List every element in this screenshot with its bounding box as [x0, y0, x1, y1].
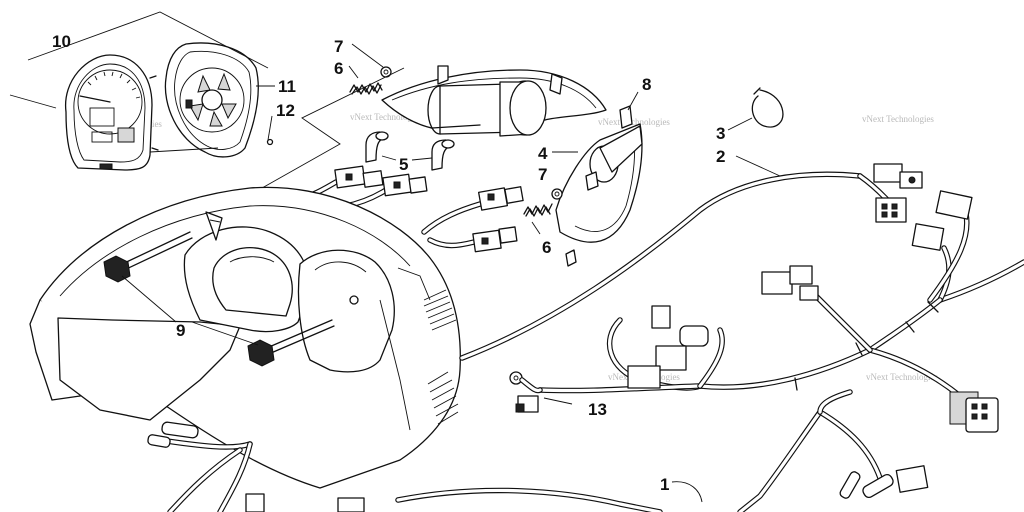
- callout-leader-10: [149, 147, 219, 153]
- callout-bracket-10: [27, 11, 269, 69]
- callout-leader-3: [727, 117, 753, 131]
- screw: [266, 138, 274, 146]
- callout-number: 11: [278, 77, 296, 96]
- watermark: vNext Technologies: [598, 117, 670, 127]
- callout-number: 6: [334, 59, 343, 78]
- callout-number: 12: [276, 101, 295, 120]
- callout-number: 9: [176, 321, 185, 340]
- callout-leader-6a: [348, 65, 359, 79]
- callout-leader-1: [671, 481, 703, 503]
- callout-leader-12: [267, 115, 273, 141]
- gauge-back-cover: [164, 42, 259, 158]
- callout-labels: 10 11 12 7 6 5 8 4 7 6 3 2 9 13 1: [52, 32, 725, 494]
- callout-leader-7a: [351, 43, 384, 68]
- spring: [523, 203, 553, 217]
- callout-number: 7: [538, 165, 547, 184]
- clamp-ring: [751, 87, 784, 128]
- callout-leader-5: [381, 155, 397, 161]
- spring: [349, 82, 383, 95]
- callout-leader-8: [627, 91, 639, 111]
- callout-leader-2: [735, 155, 781, 177]
- callout-number: 6: [542, 238, 551, 257]
- callout-leader-9: [121, 275, 177, 323]
- washer: [551, 188, 563, 200]
- elbow-grommet: [365, 131, 455, 171]
- callout-number: 2: [716, 147, 725, 166]
- callout-leader-13: [543, 397, 573, 405]
- callout-number: 7: [334, 37, 343, 56]
- watermark: vNext Technologies: [862, 114, 934, 124]
- callout-number: 13: [588, 400, 607, 419]
- watermark: vNext Technologies: [866, 372, 938, 382]
- dashboard-console: [29, 186, 461, 489]
- main-wiring-harness: [395, 163, 1024, 512]
- lower-left-harness: [147, 421, 365, 512]
- watermark: vNext Technologies: [350, 112, 422, 122]
- callout-leader-6b: [531, 221, 541, 235]
- callout-number: 1: [660, 475, 669, 494]
- speedometer-gauge: [65, 54, 159, 171]
- callout-number: 10: [52, 32, 71, 51]
- callout-bracket-10: [9, 94, 57, 109]
- callout-number: 4: [538, 144, 548, 163]
- callout-number: 3: [716, 124, 725, 143]
- callout-leader-5: [411, 157, 433, 161]
- callout-leader-9: [191, 321, 259, 346]
- right-mount-bracket: [555, 105, 643, 267]
- callout-number: 8: [642, 75, 651, 94]
- callout-number: 5: [399, 155, 408, 174]
- callout-bracket: [254, 67, 405, 193]
- upper-mount-bracket: [381, 65, 607, 137]
